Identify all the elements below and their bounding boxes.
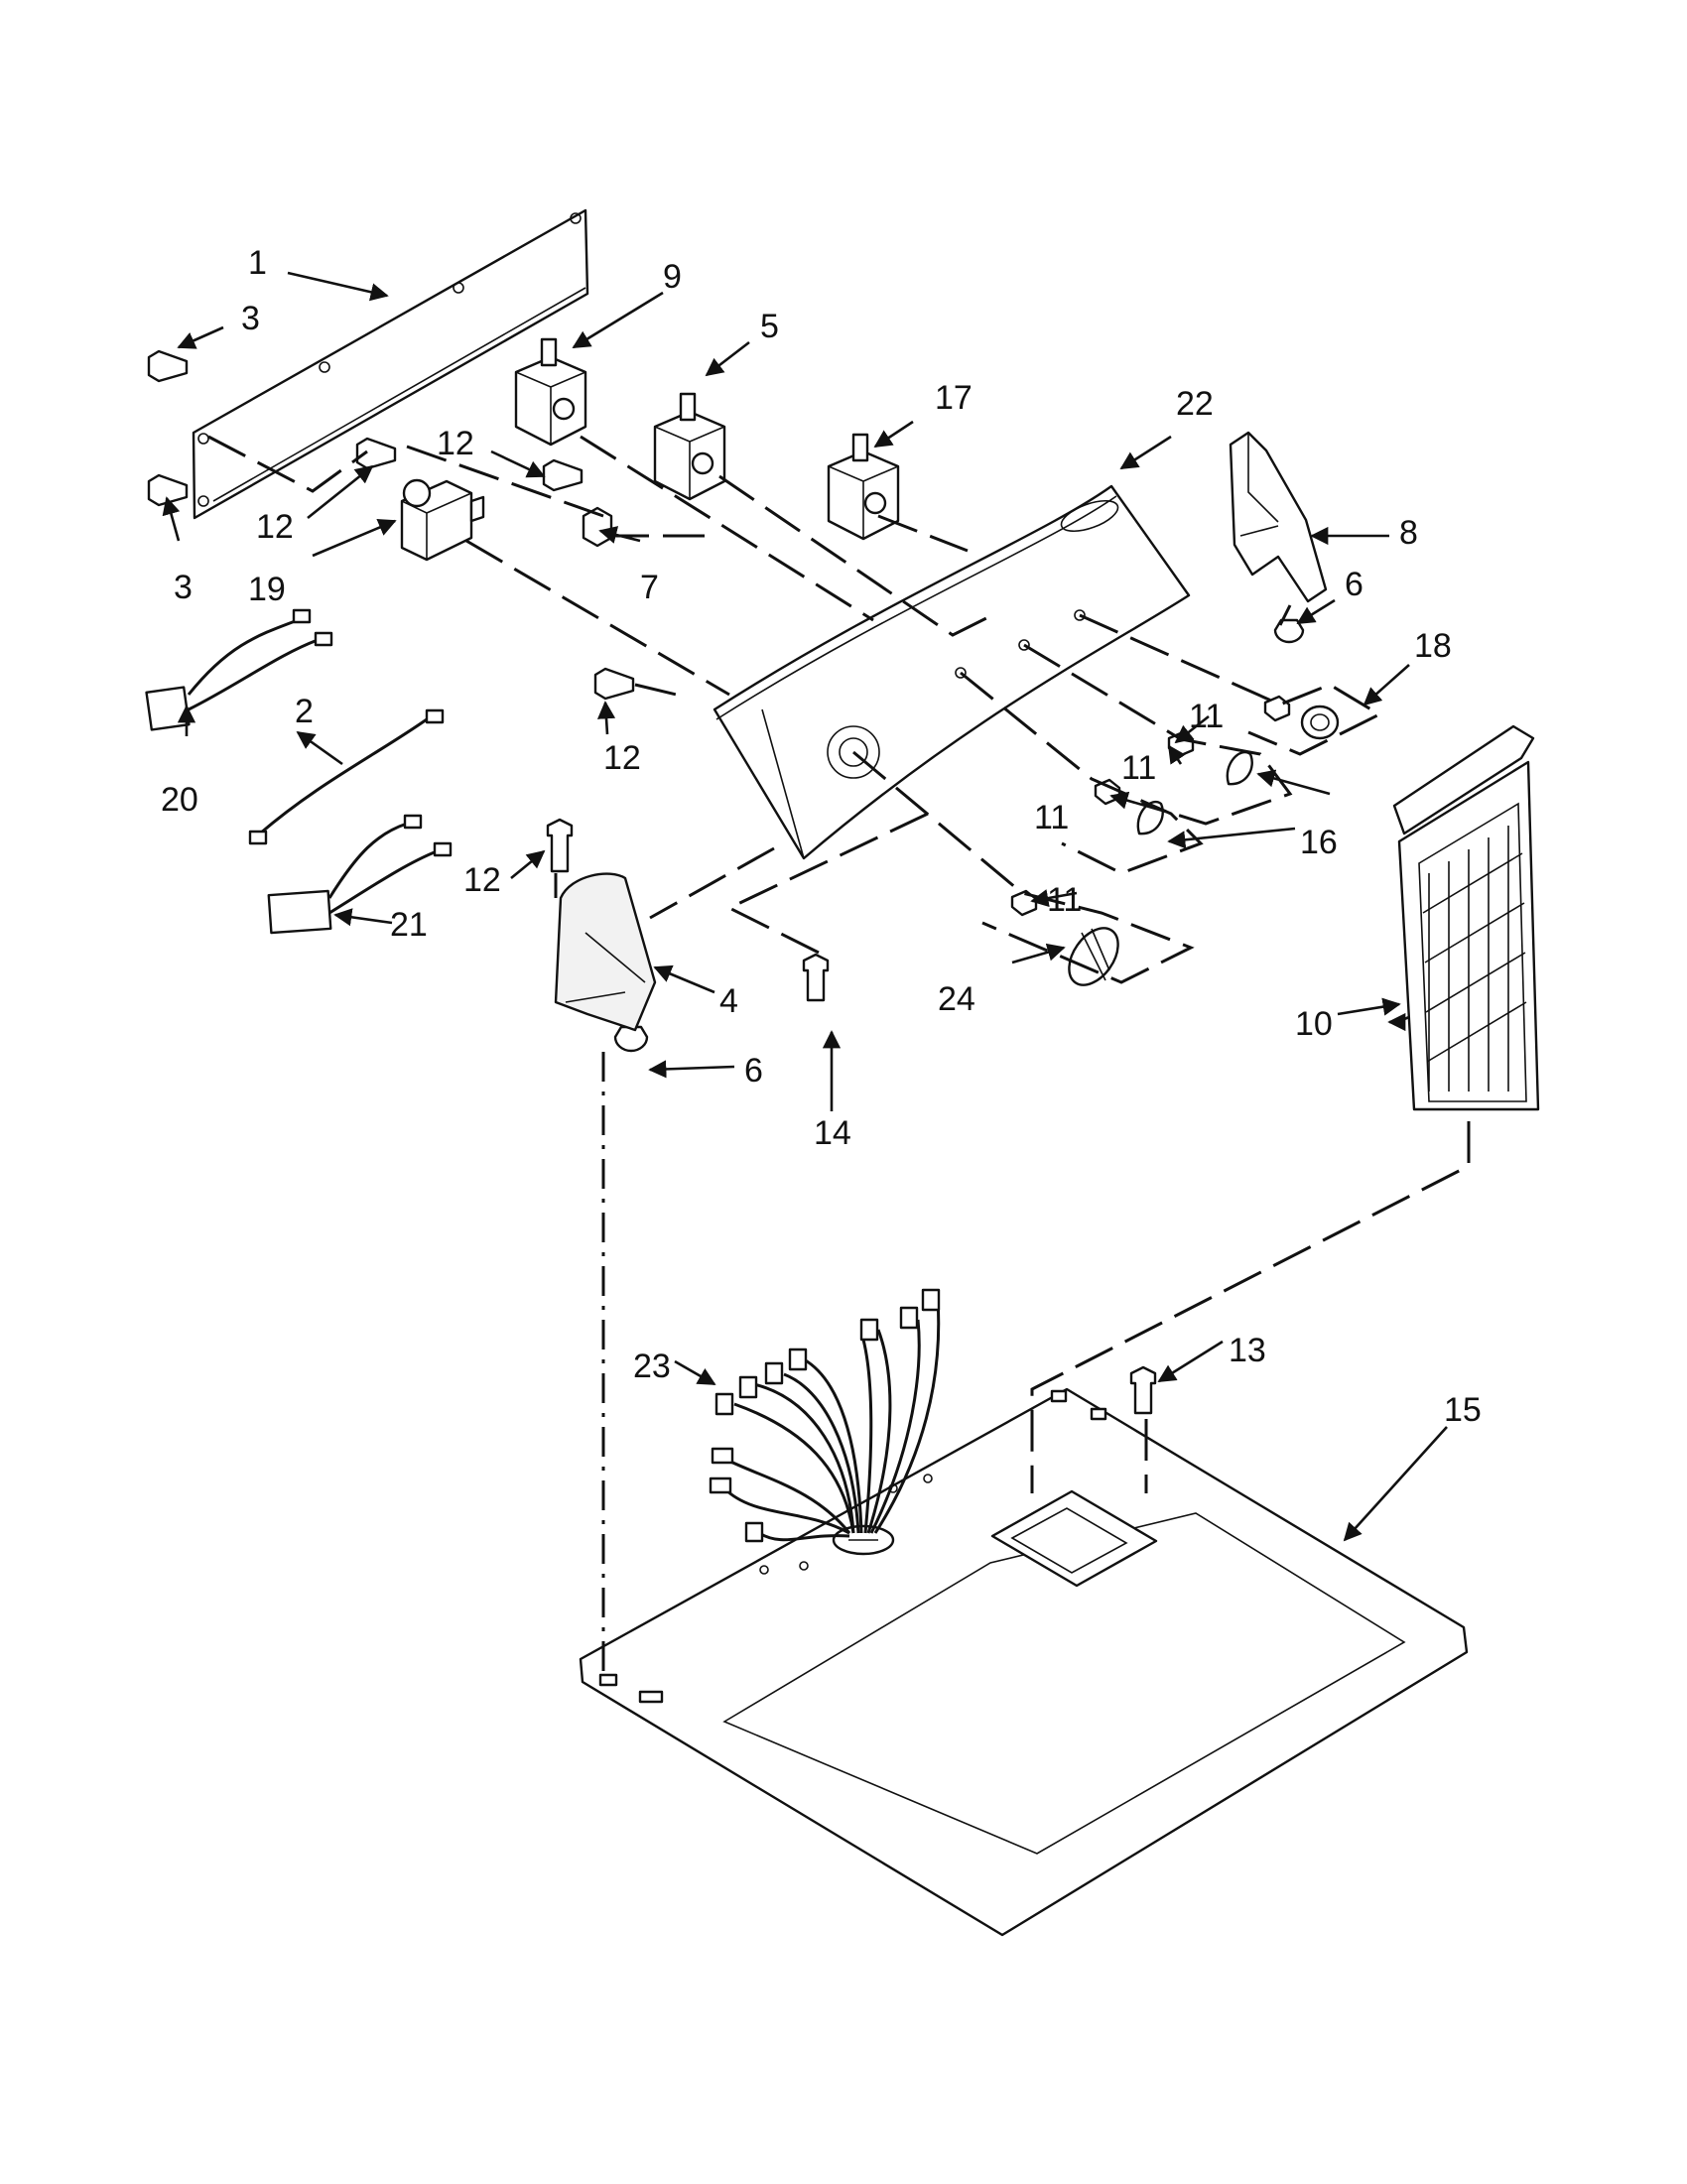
callout-13: 13 [1229, 1332, 1266, 1369]
screw-12-left [355, 437, 397, 470]
callout-12-console: 12 [603, 739, 641, 777]
callout-labels: 1 3 3 12 12 9 5 17 22 8 6 18 7 19 20 2 2… [161, 244, 1482, 1429]
part-23-wire-harness [709, 1288, 941, 1543]
callout-11-a: 11 [1189, 698, 1224, 735]
callout-18: 18 [1414, 627, 1452, 665]
callout-4: 4 [719, 982, 738, 1020]
callout-12-endcap: 12 [463, 861, 501, 899]
part-22-console [713, 484, 1191, 860]
callout-15: 15 [1444, 1391, 1482, 1429]
screw-3-upper [147, 349, 189, 383]
screw-12-mid [542, 458, 584, 492]
callout-24: 24 [938, 980, 975, 1018]
callout-12-top: 12 [437, 425, 474, 462]
part-15-top-panel [579, 1387, 1469, 1937]
callout-11-c: 11 [1034, 799, 1069, 836]
screw-13 [1129, 1365, 1157, 1415]
callout-1: 1 [248, 244, 267, 282]
callout-11-d: 11 [1047, 881, 1082, 919]
part-4-endcap [554, 872, 657, 1032]
part-10-lint-filter [1392, 724, 1540, 1111]
callout-14: 14 [814, 1114, 851, 1152]
callout-16: 16 [1300, 824, 1338, 861]
part-5-switch [653, 392, 726, 501]
callout-12-bracket: 12 [256, 508, 294, 546]
callout-6-upper: 6 [1345, 566, 1363, 603]
part-17-switch [827, 433, 900, 541]
callout-22: 22 [1176, 385, 1214, 423]
part-6-clip-upper [1273, 618, 1305, 644]
callout-5: 5 [760, 308, 779, 345]
part-19-timer [400, 478, 485, 562]
part-18-knob [1300, 705, 1340, 740]
callout-19: 19 [248, 571, 286, 608]
part-1-bracket [192, 208, 589, 520]
callout-9: 9 [663, 258, 682, 296]
callout-3-upper: 3 [241, 300, 260, 337]
explode-lines [207, 435, 1471, 1677]
part-11-insert-d [1010, 889, 1038, 917]
callout-23: 23 [633, 1348, 671, 1385]
callout-8: 8 [1399, 514, 1418, 552]
leader-arrows [162, 271, 1448, 1542]
callout-6-lower: 6 [744, 1052, 763, 1090]
part-8-endcap [1229, 431, 1328, 603]
part-24-knob [1068, 927, 1119, 986]
part-6-clip-lower [613, 1025, 649, 1053]
screw-12-endcap [546, 818, 574, 873]
part-21-harness [267, 814, 453, 935]
screw-12-console [593, 667, 635, 701]
part-2-wire [248, 708, 445, 845]
callout-11-b: 11 [1121, 749, 1156, 787]
callout-10: 10 [1295, 1005, 1333, 1043]
callout-20: 20 [161, 781, 198, 819]
callout-17: 17 [935, 379, 973, 417]
callout-2: 2 [295, 693, 314, 730]
callout-21: 21 [390, 906, 428, 944]
callout-3-lower: 3 [174, 569, 193, 606]
part-9-switch [514, 337, 587, 447]
screw-14 [802, 953, 830, 1002]
callout-7: 7 [640, 569, 659, 606]
part-16-knob-upper [1226, 750, 1253, 786]
